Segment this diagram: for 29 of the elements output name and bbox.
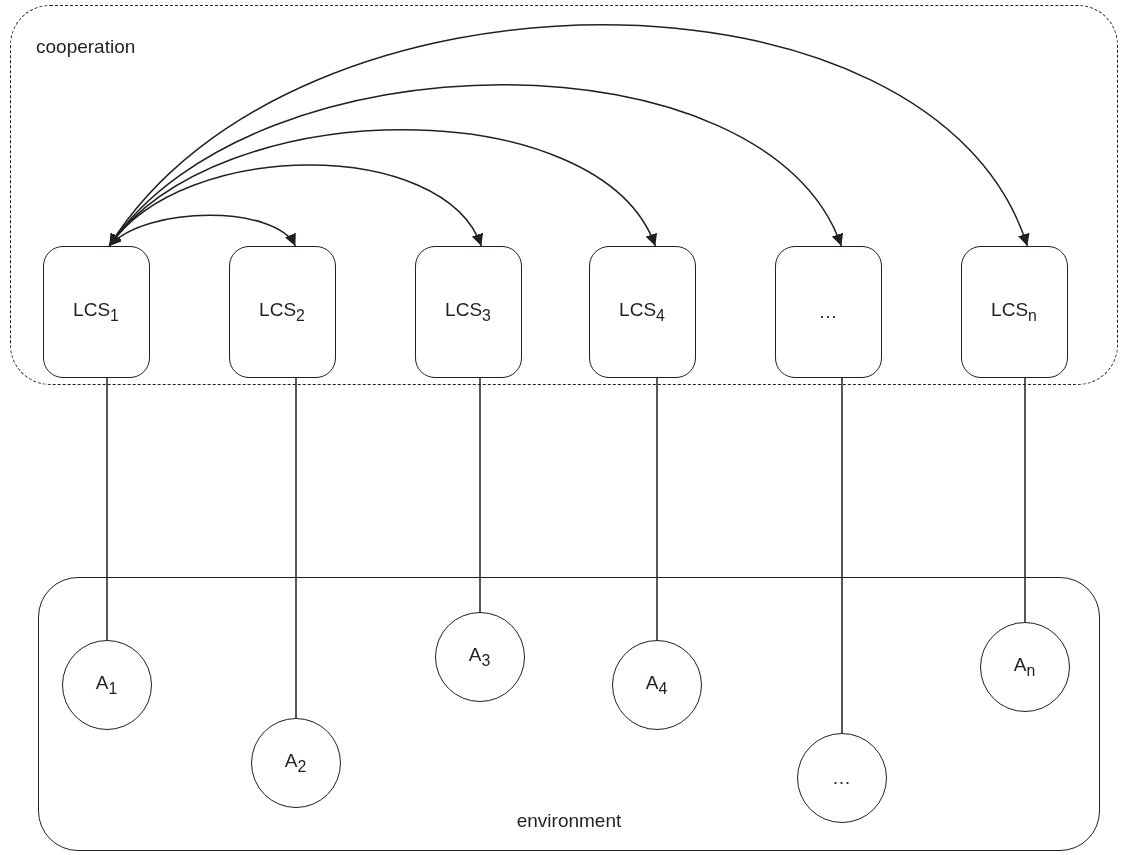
node-label: LCS$_{n}$ bbox=[991, 298, 1037, 325]
node-label: A$_{n}$ bbox=[1013, 653, 1036, 680]
connector-line bbox=[1024, 377, 1026, 623]
node-label: LCS$_{4}$ bbox=[619, 298, 665, 325]
node-label: A$_{1}$ bbox=[95, 671, 118, 698]
process-box bbox=[588, 245, 696, 378]
connector-line bbox=[479, 377, 481, 613]
dashed-group-boundary bbox=[10, 5, 1118, 385]
connector-line bbox=[295, 377, 297, 719]
process-box bbox=[228, 245, 336, 378]
process-box bbox=[960, 245, 1068, 378]
connector-line bbox=[841, 377, 843, 734]
group-label: environment bbox=[516, 810, 622, 832]
node-label: A$_{3}$ bbox=[468, 643, 491, 670]
process-box bbox=[774, 245, 882, 378]
group-label: cooperation bbox=[36, 36, 136, 58]
connector-line bbox=[106, 377, 108, 641]
connector-line bbox=[656, 377, 658, 641]
node-label: … bbox=[832, 766, 851, 789]
process-box bbox=[414, 245, 522, 378]
node-label: LCS$_{2}$ bbox=[259, 298, 305, 325]
node-label: … bbox=[818, 300, 838, 323]
curved-arrow bbox=[108, 24, 1029, 247]
environment-box bbox=[38, 577, 1100, 851]
node-label: A$_{4}$ bbox=[645, 671, 668, 698]
node-label: A$_{2}$ bbox=[284, 749, 307, 776]
process-box bbox=[42, 245, 150, 378]
node-label: LCS$_{3}$ bbox=[445, 298, 491, 325]
node-label: LCS$_{1}$ bbox=[73, 298, 119, 325]
